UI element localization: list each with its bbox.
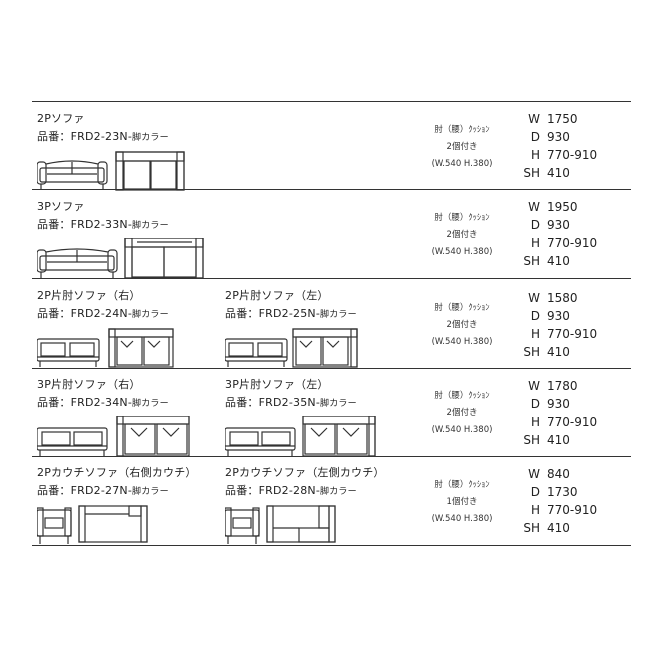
product-code: 品番：FRD2-27N-脚カラー <box>37 484 169 497</box>
product-code: 品番：FRD2-35N-脚カラー <box>225 396 357 409</box>
sofa-illustrations <box>37 238 212 280</box>
one-arm-sofa-left-icon <box>225 328 358 368</box>
product-name: 3P片肘ソファ（右） <box>37 378 141 391</box>
product-name: 2Pカウチソファ（左側カウチ） <box>225 466 385 479</box>
product-name: 3Pソファ <box>37 200 85 213</box>
spec-row: 2P片肘ソファ（右） 品番：FRD2-24N-脚カラー <box>32 278 631 369</box>
one-arm-sofa-right-icon <box>37 328 174 368</box>
sofa-illustrations <box>37 150 197 192</box>
product-name: 2Pソファ <box>37 112 85 125</box>
sofa-illustrations <box>37 327 187 369</box>
product-code: 品番：FRD2-25N-脚カラー <box>225 307 357 320</box>
three-seat-one-arm-sofa-left-icon <box>225 416 376 457</box>
sofa-illustrations <box>225 416 385 458</box>
product-name: 3P片肘ソファ（左） <box>225 378 329 391</box>
three-seat-sofa-icon <box>37 238 204 279</box>
sofa-illustrations <box>37 504 187 548</box>
spec-row: 2Pソファ 品番：FRD2-23N-脚カラー <box>32 101 631 192</box>
product-code: 品番：FRD2-33N-脚カラー <box>37 218 169 231</box>
two-seat-sofa-icon <box>37 151 185 191</box>
three-seat-one-arm-sofa-right-icon <box>37 416 190 457</box>
product-name: 2P片肘ソファ（左） <box>225 289 329 302</box>
sofa-illustrations <box>37 416 197 458</box>
product-code: 品番：FRD2-23N-脚カラー <box>37 130 169 143</box>
product-code: 品番：FRD2-34N-脚カラー <box>37 396 169 409</box>
product-name: 2Pカウチソファ（右側カウチ） <box>37 466 197 479</box>
couch-sofa-left-icon <box>225 505 336 544</box>
product-name: 2P片肘ソファ（右） <box>37 289 141 302</box>
product-code: 品番：FRD2-28N-脚カラー <box>225 484 357 497</box>
spec-row: 2Pカウチソファ（右側カウチ） 品番：FRD2-27N-脚カラー <box>32 456 631 546</box>
spec-row: 3Pソファ 品番：FRD2-33N-脚カラー <box>32 189 631 279</box>
sofa-illustrations <box>225 327 375 369</box>
spec-row: 3P片肘ソファ（右） 品番：FRD2-34N-脚カラー <box>32 368 631 457</box>
product-code: 品番：FRD2-24N-脚カラー <box>37 307 169 320</box>
sofa-illustrations <box>225 504 375 548</box>
couch-sofa-right-icon <box>37 505 148 544</box>
